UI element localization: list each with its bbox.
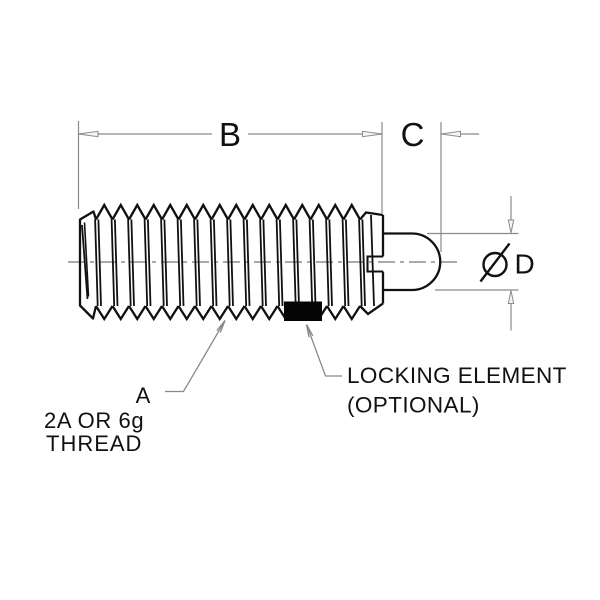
thread-spec-line1: 2A OR 6g bbox=[44, 408, 144, 433]
dim-b bbox=[78, 130, 383, 138]
leader-arrow-icon bbox=[305, 324, 314, 338]
locking-label-line2: (OPTIONAL) bbox=[347, 393, 480, 418]
locking-label-line1: LOCKING ELEMENT bbox=[347, 363, 567, 388]
dimensions bbox=[77, 121, 519, 393]
thread-runout-left bbox=[78, 210, 98, 320]
dim-c bbox=[440, 130, 479, 138]
plunger-part bbox=[78, 203, 442, 321]
thread-teeth bbox=[93, 203, 366, 321]
thread-callout-leader bbox=[165, 320, 226, 393]
dim-d-label: D bbox=[515, 249, 535, 280]
plunger-nose bbox=[383, 232, 442, 292]
dim-d bbox=[427, 196, 519, 331]
wrench-slot bbox=[366, 255, 383, 273]
body-end-face bbox=[359, 211, 385, 316]
locking-element bbox=[284, 301, 322, 321]
diameter-symbol-icon bbox=[479, 242, 511, 283]
thread-spec-line2: THREAD bbox=[46, 431, 142, 456]
callout-a-label: A bbox=[136, 383, 151, 408]
dim-b-label: B bbox=[219, 116, 241, 153]
locking-callout-leader bbox=[305, 324, 342, 377]
dim-c-label: C bbox=[401, 116, 425, 153]
leader-arrow-icon bbox=[216, 320, 226, 333]
